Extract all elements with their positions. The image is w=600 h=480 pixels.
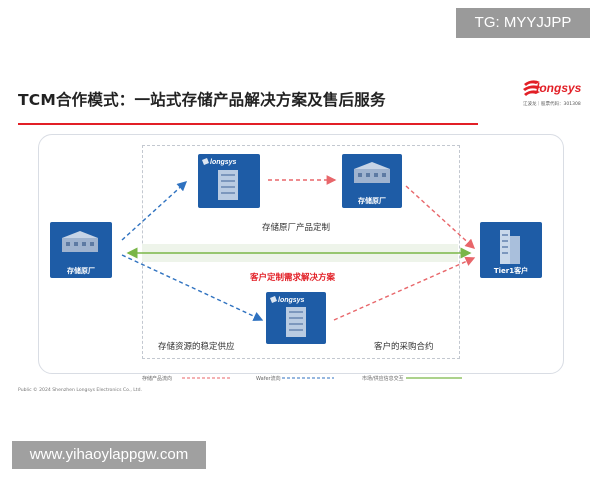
copyright-notice: Public © 2024 Shenzhen Longsys Electroni… bbox=[18, 388, 142, 393]
logo-subtitle: 江波龙｜股票代码：301308 bbox=[523, 102, 581, 107]
caption-procurement: 客户的采购合约 bbox=[374, 342, 434, 352]
building-icon bbox=[270, 296, 306, 337]
logo-word: longsys bbox=[536, 81, 582, 95]
longsys-bottom-brand: longsys bbox=[278, 297, 305, 304]
wafer-flow-arrow-up bbox=[121, 181, 188, 241]
wafer-flow-arrow-down bbox=[121, 254, 264, 321]
legend-wafer-flow: Wafer流向 bbox=[256, 376, 281, 382]
longsys-node-bottom: longsys bbox=[266, 292, 326, 344]
factory-right-label: 存储原厂 bbox=[358, 197, 386, 205]
longsys-logo: longsys 江波龙｜股票代码：301308 bbox=[522, 78, 590, 118]
factory-node-right: 存储原厂 bbox=[342, 154, 402, 208]
tier1-label: Tier1客户 bbox=[493, 267, 529, 275]
caption-custom-solution: 客户定制需求解决方案 bbox=[250, 273, 336, 283]
legend-info-exchange: 市场/供应信息交互 bbox=[362, 376, 404, 382]
caption-product-custom: 存储原厂产品定制 bbox=[262, 223, 331, 233]
caption-stable-supply: 存储资源的稳定供应 bbox=[158, 342, 235, 352]
skyscraper-icon bbox=[500, 230, 520, 264]
longsys-node-top: longsys bbox=[198, 154, 260, 208]
legend-product-flow: 存储产品流向 bbox=[142, 376, 173, 382]
factory-left-label: 存储原厂 bbox=[67, 267, 95, 275]
longsys-top-brand: longsys bbox=[210, 159, 237, 166]
factory-icon bbox=[62, 231, 98, 252]
logo-mark-icon bbox=[523, 80, 541, 96]
title-rule bbox=[18, 123, 478, 125]
slide-title: TCM合作模式：一站式存储产品解决方案及售后服务 bbox=[18, 91, 386, 109]
building-icon bbox=[202, 158, 238, 200]
factory-node-left: 存储原厂 bbox=[50, 222, 112, 278]
product-flow-arrow-to-tier1-top bbox=[405, 185, 476, 249]
factory-icon bbox=[354, 162, 390, 183]
watermark-bottom: www.yihaoylappgw.com bbox=[12, 441, 206, 469]
tier1-customer-node: Tier1客户 bbox=[480, 222, 542, 278]
product-flow-arrow-to-tier1-bottom bbox=[333, 256, 476, 321]
watermark-top: TG: MYYJJPP bbox=[456, 8, 590, 38]
